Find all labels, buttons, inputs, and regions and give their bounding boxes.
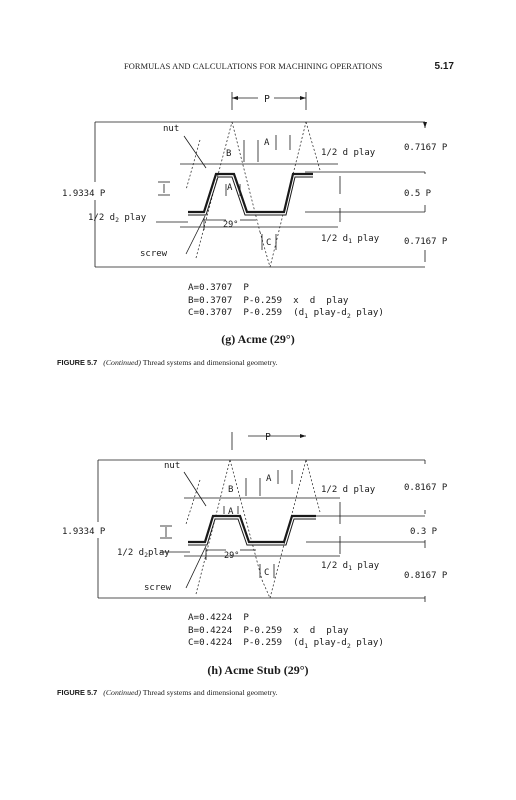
figure-h: P nut B A A C 29° 1.9334 P screw 1/2 d p… [0, 420, 516, 710]
pitch-label: P [264, 94, 270, 105]
bottom-dimension-label: 0.8167 P [404, 571, 448, 581]
formula-A: A=0.3707 P [188, 282, 249, 293]
half-d1-play-label: 1/2 d1 play [321, 561, 380, 572]
half-d1-play-label: 1/2 d1 play [321, 234, 380, 245]
figure-g-caption: FIGURE 5.7(Continued) Thread systems and… [57, 358, 278, 367]
nut-label: nut [164, 461, 180, 471]
dim-A-top-label: A [266, 474, 272, 484]
dim-B-label: B [228, 485, 233, 495]
formula-B: B=0.4224 P-0.259 x d play [188, 624, 349, 636]
formula-B: B=0.3707 P-0.259 x d play [188, 294, 349, 306]
bottom-dimension-label: 0.7167 P [404, 237, 448, 247]
dim-B-label: B [226, 149, 231, 159]
half-d2-play-label: 1/2 d2 play [88, 213, 147, 224]
figure-g: P nut B A A C 29° 1.9334 P screw 1/2 d p… [0, 0, 516, 370]
acme-thread-diagram-g: P nut B A A C 29° 1.9334 P screw 1/2 d p… [62, 92, 448, 268]
overall-depth-label: 1.9334 P [62, 527, 106, 537]
page-number: 5.17 [434, 61, 454, 72]
dim-A-label: A [227, 183, 233, 193]
dim-C-label: C [266, 238, 271, 248]
nut-label: nut [163, 124, 179, 134]
figure-h-subtitle: (h) Acme Stub (29°) [207, 663, 309, 677]
formula-C: C=0.4224 P-0.259 (d1 play-d2 play) [188, 637, 384, 650]
middle-dimension-label: 0.5 P [404, 189, 432, 199]
middle-dimension-label: 0.3 P [410, 527, 438, 537]
top-dimension-label: 0.7167 P [404, 143, 448, 153]
angle-label: 29° [223, 220, 238, 230]
dim-C-label: C [264, 568, 269, 578]
screw-label: screw [144, 583, 172, 593]
acme-stub-thread-diagram-h: P nut B A A C 29° 1.9334 P screw 1/2 d p… [62, 432, 448, 602]
half-d-play-label: 1/2 d play [321, 485, 376, 495]
overall-depth-label: 1.9334 P [62, 189, 106, 199]
half-d-play-label: 1/2 d play [321, 148, 376, 158]
figure-g-subtitle: (g) Acme (29°) [221, 332, 295, 346]
angle-label: 29° [224, 551, 239, 561]
top-dimension-label: 0.8167 P [404, 483, 448, 493]
formula-A: A=0.4224 P [188, 612, 249, 623]
running-title: FORMULAS AND CALCULATIONS FOR MACHINING … [124, 62, 383, 71]
screw-label: screw [140, 249, 168, 259]
formula-C: C=0.3707 P-0.259 (d1 play-d2 play) [188, 307, 384, 320]
figure-h-caption: FIGURE 5.7(Continued) Thread systems and… [57, 688, 278, 697]
running-header: FORMULAS AND CALCULATIONS FOR MACHINING … [0, 61, 516, 76]
dim-A-label: A [228, 507, 234, 517]
dim-A-top-label: A [264, 138, 270, 148]
pitch-label: P [265, 432, 271, 443]
half-d2-play-label: 1/2 d2play [117, 548, 170, 559]
